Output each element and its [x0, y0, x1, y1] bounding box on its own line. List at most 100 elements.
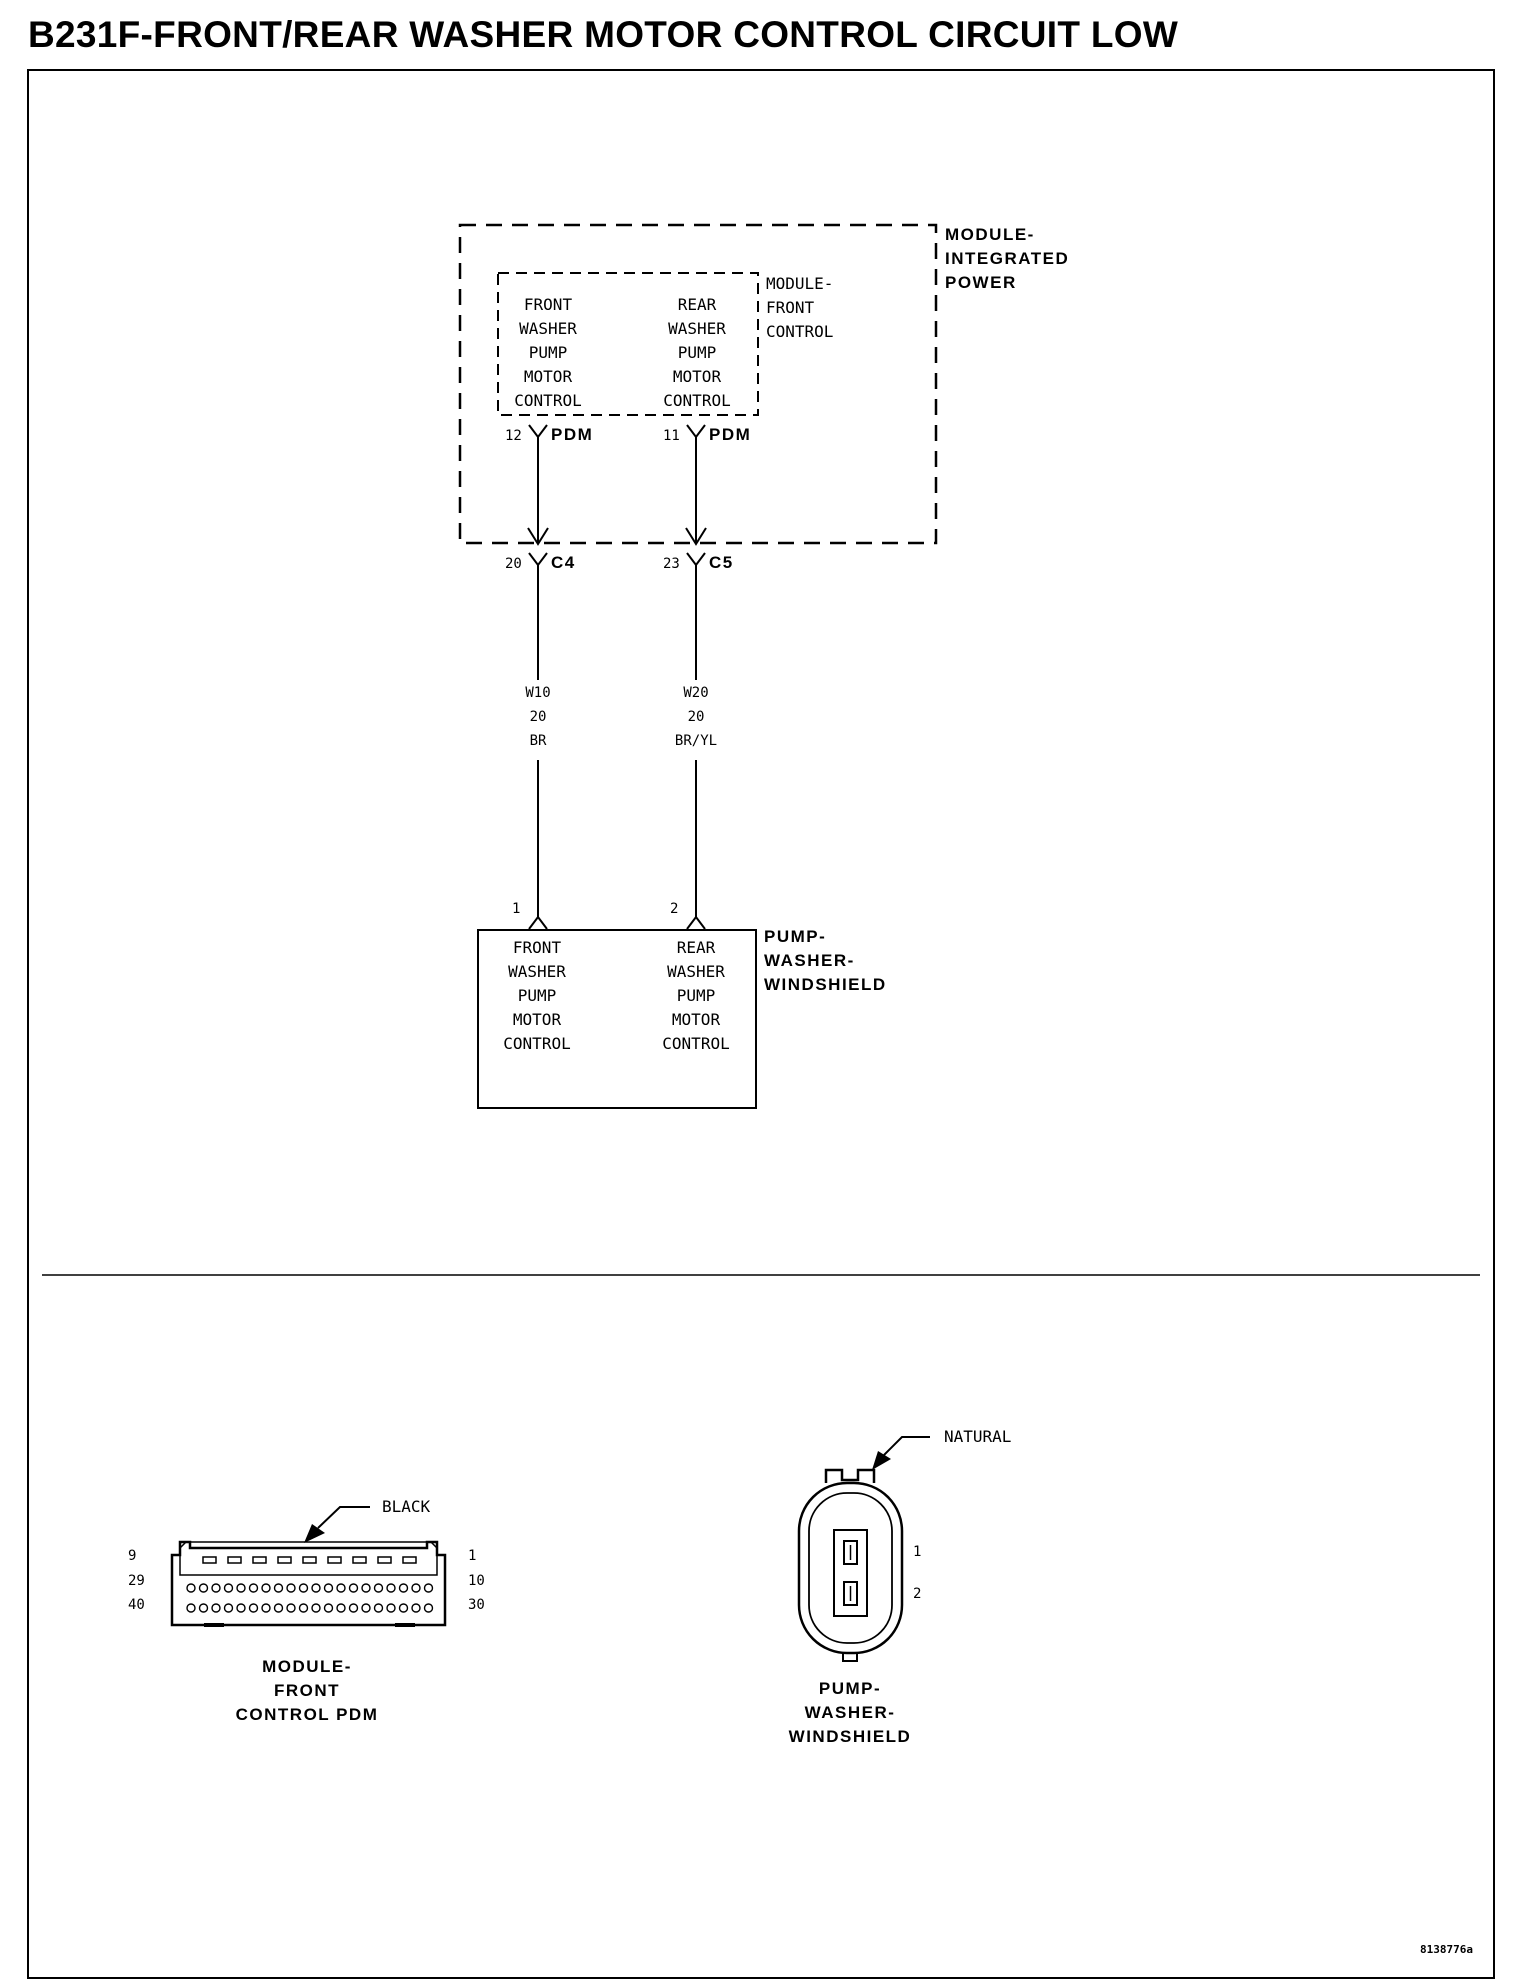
wire-front	[527, 424, 549, 930]
connector-pin-label: 29	[128, 1573, 145, 1589]
module-function-line: CONTROL	[514, 391, 581, 410]
connector-arrow	[527, 527, 549, 546]
connector-pin-cavity	[323, 1583, 334, 1593]
connector-pin-cavity	[186, 1583, 196, 1593]
module-integrated-power-box	[458, 223, 938, 545]
pump-function-line: CONTROL	[503, 1034, 570, 1053]
connector-pump-latch	[824, 1468, 876, 1483]
connector-pin-cavity	[236, 1603, 246, 1613]
pump-function-line: PUMP	[518, 986, 557, 1005]
connector-color-arrowhead	[304, 1524, 325, 1543]
figure-id: 8138776a	[1420, 1943, 1473, 1956]
connector-pin-label: 10	[468, 1573, 485, 1589]
connector-pin-cavity	[361, 1603, 371, 1613]
wire-circuit-id: W10	[525, 685, 550, 701]
connector-color-arrowhead	[872, 1451, 891, 1470]
connector-pin-label: 30	[468, 1597, 485, 1613]
connector-pump-key	[842, 1653, 858, 1662]
connector-slot	[352, 1556, 367, 1564]
connector-pin-cavity	[386, 1583, 396, 1593]
connector-caption-line: CONTROL PDM	[236, 1705, 379, 1724]
connector-pin-cavity	[323, 1603, 334, 1613]
connector-view-pdm: BLACK 9 29 40 1 10 30 MODULE- FRONT CONT…	[128, 1497, 485, 1724]
wire-rear	[685, 424, 707, 930]
wire-color: BR	[530, 733, 547, 749]
connector-pin-cavity	[348, 1603, 359, 1613]
module-function-line: REAR	[678, 295, 717, 314]
connector-color-pointer	[883, 1436, 930, 1456]
connector-pin-cavity	[386, 1603, 396, 1613]
module-function-line: MOTOR	[673, 367, 722, 386]
connector-caption-line: WASHER-	[805, 1703, 896, 1722]
connector-color-label: BLACK	[382, 1497, 431, 1516]
page-frame	[27, 69, 1495, 1979]
connector-pdm-caption: MODULE- FRONT CONTROL PDM	[236, 1657, 379, 1724]
connector-pin-cavity	[373, 1603, 384, 1613]
connector-slot	[202, 1556, 217, 1564]
module-integrated-power-label-line: MODULE-	[945, 225, 1035, 244]
connector-color-label: NATURAL	[944, 1427, 1011, 1446]
connector-pin-cavity	[223, 1583, 234, 1593]
c-pin-number: 20	[505, 556, 522, 572]
pdm-connector-label: PDM	[551, 425, 593, 444]
module-function-line: WASHER	[668, 319, 726, 338]
connector-pin-cavity	[211, 1583, 221, 1593]
connector-pin-cavity	[311, 1583, 321, 1593]
pump-pin-number: 2	[670, 901, 678, 917]
connector-pin-cavity	[361, 1583, 371, 1593]
connector-slot	[252, 1556, 267, 1564]
pump-function-line: WASHER	[508, 962, 566, 981]
module-integrated-power-label: MODULE- INTEGRATED POWER	[945, 225, 1069, 292]
wire-rear-label: W20 20 BR/YL	[675, 685, 717, 749]
pump-washer-windshield-box	[477, 929, 757, 1109]
connector-pin-cavity	[286, 1583, 296, 1593]
pump-rear-function-text: REAR WASHER PUMP MOTOR CONTROL	[662, 938, 729, 1053]
c-connector-symbol	[528, 552, 548, 567]
connector-pin-cavity	[423, 1583, 434, 1593]
connector-pin-cavity	[411, 1583, 421, 1593]
module-front-control-label-line: MODULE-	[766, 274, 833, 293]
connector-pdm-pins	[186, 1583, 434, 1613]
connector-slot	[302, 1556, 317, 1564]
connector-pdm-top-rail	[179, 1541, 438, 1576]
connector-caption-line: FRONT	[274, 1681, 340, 1700]
pump-washer-windshield-label: PUMP- WASHER- WINDSHIELD	[764, 927, 885, 994]
connector-pump-pin	[843, 1540, 858, 1565]
pump-function-line: FRONT	[513, 938, 562, 957]
module-integrated-power-label-line: POWER	[945, 273, 1017, 292]
pump-function-line: REAR	[677, 938, 716, 957]
c-connector-label: C4	[551, 553, 576, 572]
connector-pin-cavity	[211, 1603, 221, 1613]
pdm-connector-symbol	[528, 424, 548, 439]
c-pin-number: 23	[663, 556, 680, 572]
wire-gauge: 20	[688, 709, 705, 725]
connector-caption-line: MODULE-	[262, 1657, 352, 1676]
c-connector-label: C5	[709, 553, 734, 572]
module-function-line: PUMP	[529, 343, 568, 362]
connector-pin-cavity	[423, 1603, 434, 1613]
connector-pin-cavity	[336, 1583, 346, 1593]
module-function-line: PUMP	[678, 343, 717, 362]
connector-pin-label: 40	[128, 1597, 145, 1613]
pdm-pin-number: 11	[663, 428, 680, 444]
connector-pin-label: 2	[913, 1586, 921, 1602]
pump-function-line: MOTOR	[672, 1010, 721, 1029]
connector-pump-inner	[808, 1492, 893, 1644]
connector-pin-cavity	[186, 1603, 196, 1613]
module-rear-function-text: REAR WASHER PUMP MOTOR CONTROL	[663, 295, 730, 410]
connector-slot	[377, 1556, 392, 1564]
connector-pin-cavity	[248, 1603, 259, 1613]
wire-gauge: 20	[530, 709, 547, 725]
connector-pin-cavity	[411, 1603, 421, 1613]
connector-pin-label: 1	[913, 1544, 921, 1560]
connector-view-pump: NATURAL 1 2 PUMP- WASHER- WINDSHIELD	[789, 1427, 1012, 1746]
connector-slot	[277, 1556, 292, 1564]
pump-connector-symbol	[686, 915, 706, 930]
connector-caption-line: PUMP-	[819, 1679, 881, 1698]
connector-slot	[227, 1556, 242, 1564]
module-integrated-power-label-line: INTEGRATED	[945, 249, 1069, 268]
connector-pump-cavity-block	[833, 1529, 868, 1617]
connector-pin-cavity	[248, 1583, 259, 1593]
connector-pin-cavity	[198, 1583, 209, 1593]
connector-pump-caption: PUMP- WASHER- WINDSHIELD	[789, 1679, 910, 1746]
